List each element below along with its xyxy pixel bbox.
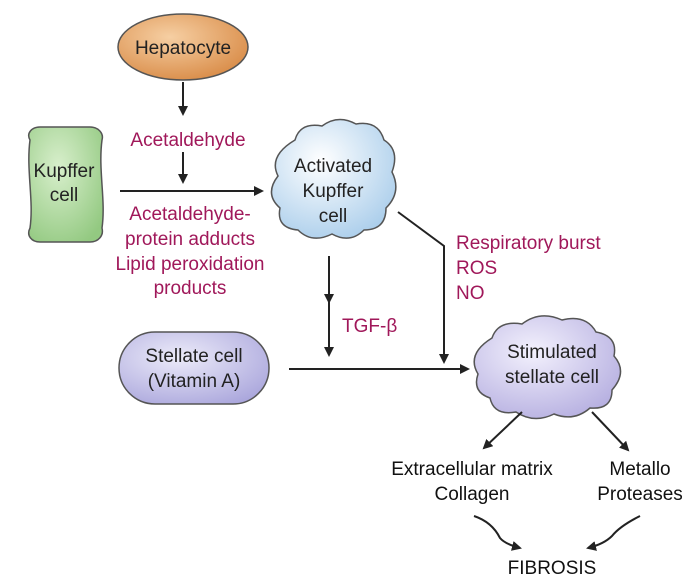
adducts-line2: protein adducts bbox=[125, 229, 255, 250]
stellate-label-line2: (Vitamin A) bbox=[148, 371, 241, 392]
fibrosis-label: FIBROSIS bbox=[508, 558, 597, 579]
activated-kupffer-node: Activated Kupffer cell bbox=[270, 118, 397, 239]
stimulated-label-line2: stellate cell bbox=[505, 367, 599, 388]
matrix-line2: Collagen bbox=[435, 484, 510, 505]
kupffer-cell-node: Kupffer cell bbox=[28, 126, 104, 243]
stellate-cell-node: Stellate cell (Vitamin A) bbox=[118, 331, 270, 405]
activated-label-line1: Activated bbox=[294, 156, 372, 177]
arrow-metallo-to-fibrosis bbox=[586, 515, 641, 551]
arrow-activated-to-stimulated bbox=[397, 211, 449, 364]
acetaldehyde-label: Acetaldehyde bbox=[130, 130, 245, 151]
stimulated-stellate-node: Stimulated stellate cell bbox=[473, 315, 622, 420]
matrix-line1: Extracellular matrix bbox=[391, 459, 553, 480]
arrow-stimulated-to-matrix bbox=[482, 411, 523, 450]
adducts-line3: Lipid peroxidation bbox=[116, 254, 265, 275]
arrow-stimulated-to-metallo bbox=[591, 411, 630, 452]
tgf-beta-label: TGF-β bbox=[342, 316, 397, 337]
kupffer-label-line2: cell bbox=[50, 185, 79, 206]
hepatocyte-label: Hepatocyte bbox=[135, 38, 231, 59]
stellate-label-line1: Stellate cell bbox=[145, 346, 242, 367]
burst-line3: NO bbox=[456, 283, 485, 304]
adducts-line1: Acetaldehyde- bbox=[129, 204, 250, 225]
burst-line1: Respiratory burst bbox=[456, 233, 601, 254]
activated-label-line3: cell bbox=[319, 206, 348, 227]
stimulated-label-line1: Stimulated bbox=[507, 342, 597, 363]
activated-label-line2: Kupffer bbox=[303, 181, 365, 202]
adducts-line4: products bbox=[154, 278, 227, 299]
metallo-line1: Metallo bbox=[609, 459, 670, 480]
hepatocyte-node: Hepatocyte bbox=[117, 13, 249, 81]
burst-line2: ROS bbox=[456, 258, 497, 279]
metallo-line2: Proteases bbox=[597, 484, 683, 505]
arrow-collagen-to-fibrosis bbox=[473, 515, 522, 551]
kupffer-label-line1: Kupffer bbox=[34, 161, 96, 182]
